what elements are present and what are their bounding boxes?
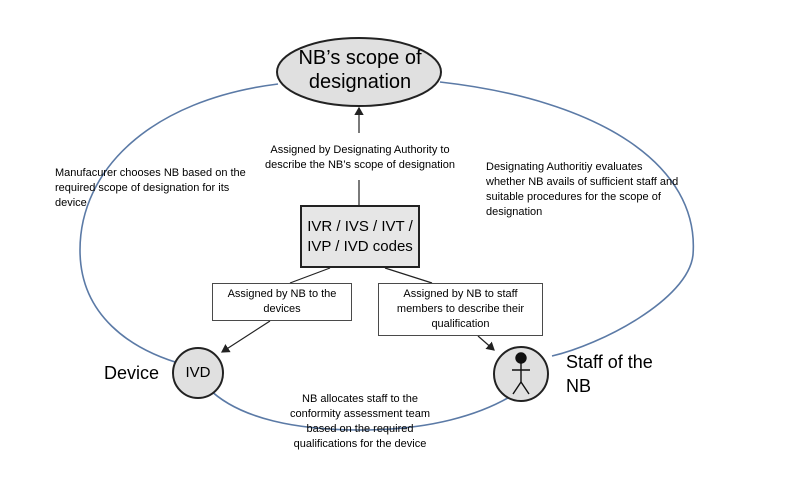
connector-box-to-staff bbox=[384, 267, 433, 284]
scope-title-line-2: designation bbox=[308, 71, 412, 93]
label-manufacturer: Manufacurer chooses NB based on the requ… bbox=[55, 166, 270, 211]
label-line: qualifications for the device bbox=[293, 438, 427, 450]
box-line: members to describe their bbox=[396, 303, 525, 315]
cycle-arc-left bbox=[79, 83, 279, 366]
label-line: whether NB avails of sufficient staff an… bbox=[486, 176, 679, 188]
label-designating-authority-eval: Designating Authoritiy evaluates whether… bbox=[486, 160, 716, 220]
staff-caption-line: NB bbox=[566, 376, 592, 396]
assigned-to-staff-box: Assigned by NB to staff members to descr… bbox=[378, 283, 543, 336]
label-line: based on the required bbox=[306, 423, 414, 435]
arrow-to-ivd bbox=[220, 320, 271, 353]
label-designating-authority-assign: Assigned by Designating Authority to des… bbox=[255, 143, 465, 173]
label-line: conformity assessment team bbox=[290, 408, 430, 420]
label-nb-allocates: NB allocates staff to the conformity ass… bbox=[275, 392, 445, 452]
box-line: devices bbox=[263, 303, 301, 315]
scope-of-designation-title: NB’s scope of designation bbox=[280, 46, 440, 94]
assigned-to-devices-box: Assigned by NB to the devices bbox=[212, 283, 352, 321]
label-line: Manufacurer chooses NB based on the bbox=[55, 167, 246, 179]
label-line: required scope of designation for its bbox=[55, 182, 230, 194]
codes-line-2: IVP / IVD codes bbox=[307, 237, 413, 255]
label-line: device bbox=[55, 197, 87, 209]
box-line: qualification bbox=[431, 318, 490, 330]
codes-box: IVR / IVS / IVT / IVP / IVD codes bbox=[300, 205, 420, 268]
cycle-arc-right bbox=[439, 81, 695, 357]
box-line: Assigned by NB to the bbox=[227, 288, 337, 300]
cycle-arc-bottom bbox=[207, 387, 514, 431]
person-icon bbox=[512, 352, 530, 395]
label-line: Assigned by Designating Authority to bbox=[270, 144, 450, 156]
connector-box-to-devices bbox=[289, 267, 331, 284]
box-line: Assigned by NB to staff bbox=[403, 288, 518, 300]
staff-caption: Staff of the NB bbox=[566, 350, 653, 398]
label-line: NB allocates staff to the bbox=[302, 393, 418, 405]
scope-title-line-1: NB’s scope of bbox=[298, 47, 422, 69]
label-line: suitable procedures for the scope of bbox=[486, 191, 661, 203]
label-line: Designating Authoritiy evaluates bbox=[486, 161, 643, 173]
codes-line-1: IVR / IVS / IVT / bbox=[307, 217, 413, 235]
arrow-to-staff bbox=[477, 335, 495, 351]
ivd-label: IVD bbox=[185, 364, 211, 381]
label-line: describe the NB’s scope of designation bbox=[265, 159, 455, 171]
label-line: designation bbox=[486, 206, 543, 218]
scope-of-designation-node bbox=[276, 37, 442, 107]
staff-caption-line: Staff of the bbox=[566, 352, 653, 372]
ivd-node bbox=[172, 347, 224, 399]
device-caption: Device bbox=[104, 363, 160, 383]
